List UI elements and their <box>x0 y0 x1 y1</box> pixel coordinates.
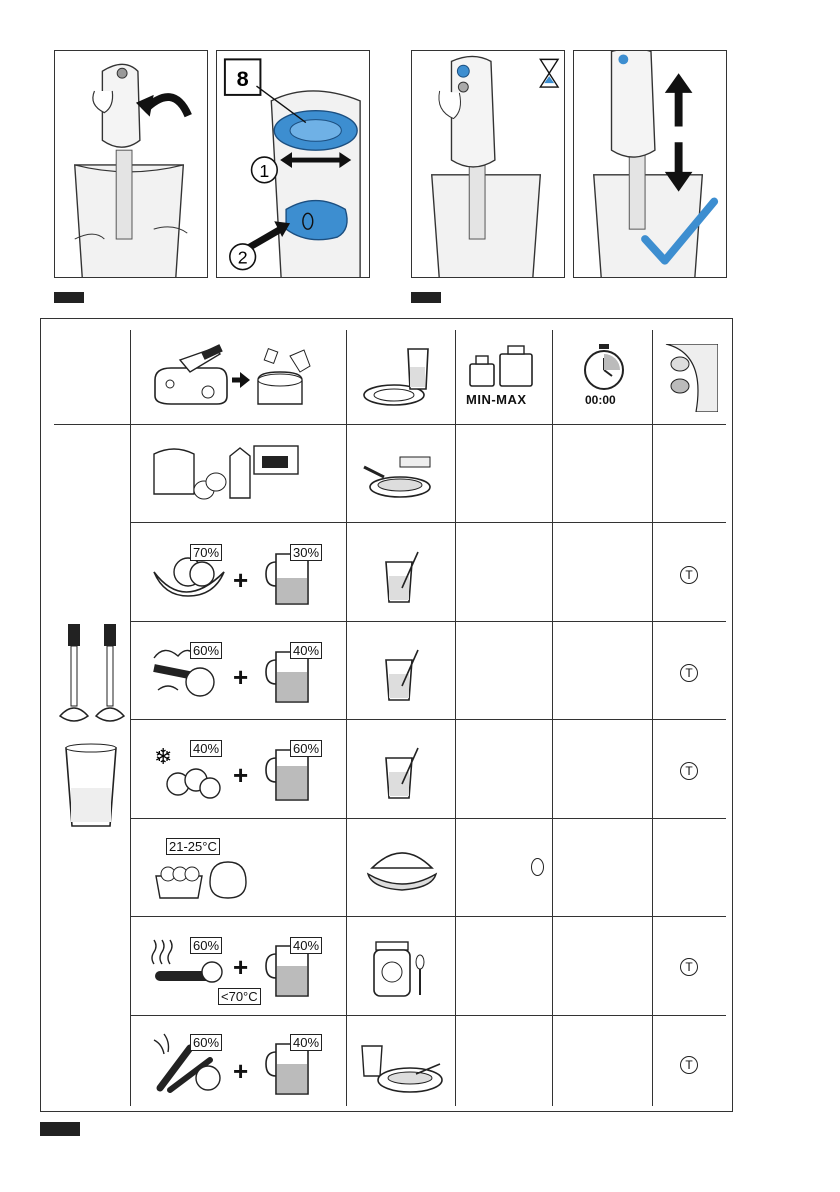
turbo-badge: T <box>680 664 698 682</box>
soup-veg-percent: 60% <box>190 1034 222 1051</box>
time-label: 00:00 <box>585 393 616 407</box>
plus-sign: + <box>233 565 248 596</box>
svg-text:1: 1 <box>259 161 269 181</box>
turbo-badge: T <box>680 566 698 584</box>
liquid-percent: 40% <box>290 1034 322 1051</box>
baby-temp-label: <70°C <box>218 988 261 1005</box>
berries-percent: 40% <box>190 740 222 757</box>
svg-text:2: 2 <box>238 248 248 268</box>
section-marker <box>411 292 441 303</box>
liquid-percent: 30% <box>290 544 322 561</box>
plus-sign: + <box>233 1056 248 1087</box>
speed-buttons-icon <box>660 344 718 412</box>
dial-number: 8 <box>237 66 249 91</box>
blender-foot-icon <box>54 620 130 730</box>
weight-label: MIN-MAX <box>466 392 527 407</box>
speed-dot <box>531 858 544 876</box>
eggs-oil-icon <box>150 854 260 904</box>
step-panel-run <box>411 50 565 278</box>
pancake-ingredients-icon <box>150 442 320 502</box>
plus-sign: + <box>233 662 248 693</box>
liquid-percent: 40% <box>290 642 322 659</box>
smoothie-glass-icon <box>382 646 422 702</box>
turbo-badge: T <box>680 958 698 976</box>
step-panel-speed: 8 1 2 <box>216 50 370 278</box>
serving-icon <box>360 345 440 410</box>
smoothie-glass-icon <box>382 744 422 800</box>
beaker-icon <box>62 742 120 832</box>
step-panel-move <box>573 50 727 278</box>
plus-sign: + <box>233 760 248 791</box>
temperature-label: 21-25°C <box>166 838 220 855</box>
baby-jar-icon <box>370 938 430 1000</box>
pancake-pan-icon <box>360 445 440 505</box>
timer-icon <box>580 342 628 392</box>
plus-sign: + <box>233 952 248 983</box>
vegetable-percent: 60% <box>190 642 222 659</box>
section-marker <box>40 1122 80 1136</box>
turbo-badge: T <box>680 1056 698 1074</box>
weight-icon <box>466 344 542 392</box>
turbo-badge: T <box>680 762 698 780</box>
svg-text:❄: ❄ <box>154 745 172 770</box>
mayo-hotdog-icon <box>362 838 442 898</box>
smoothie-glass-icon <box>382 548 422 604</box>
section-marker <box>54 292 84 303</box>
prep-chop-icon <box>150 340 330 410</box>
liquid-percent: 60% <box>290 740 322 757</box>
baby-veg-percent: 60% <box>190 937 222 954</box>
liquid-percent: 40% <box>290 937 322 954</box>
step-panel-attach <box>54 50 208 278</box>
soup-bowl-icon <box>360 1040 444 1096</box>
fruit-percent: 70% <box>190 544 222 561</box>
